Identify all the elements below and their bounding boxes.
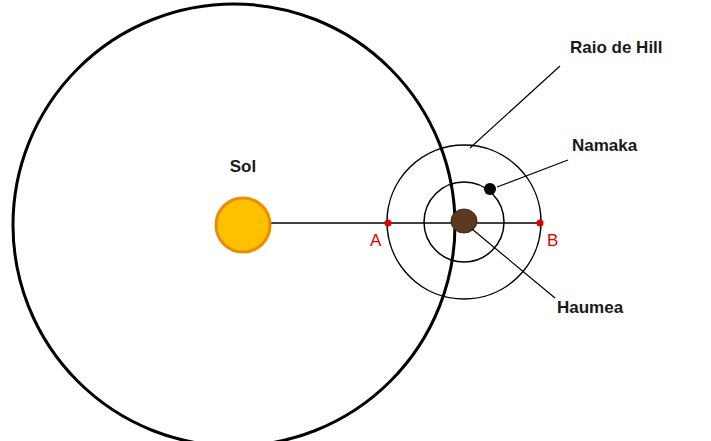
namaka-label: Namaka (572, 136, 637, 156)
point-b (537, 220, 544, 227)
hill-radius-label: Raio de Hill (570, 38, 663, 58)
leader-line (472, 229, 555, 298)
inner-circle (424, 182, 504, 262)
namaka-body (484, 183, 496, 195)
point-label: B (547, 231, 558, 251)
sun-circle: Sol (211, 157, 275, 256)
leader-line (497, 160, 568, 187)
leader-line (470, 66, 560, 148)
sun-line (270, 222, 540, 224)
point-a (385, 220, 392, 227)
point-label: A (370, 231, 381, 251)
hill-circle (387, 145, 541, 299)
sun-disc (216, 198, 270, 252)
haumea-label: Haumea (557, 298, 623, 318)
orbit-circle (13, 4, 455, 441)
sun-label: Sol (211, 157, 275, 177)
